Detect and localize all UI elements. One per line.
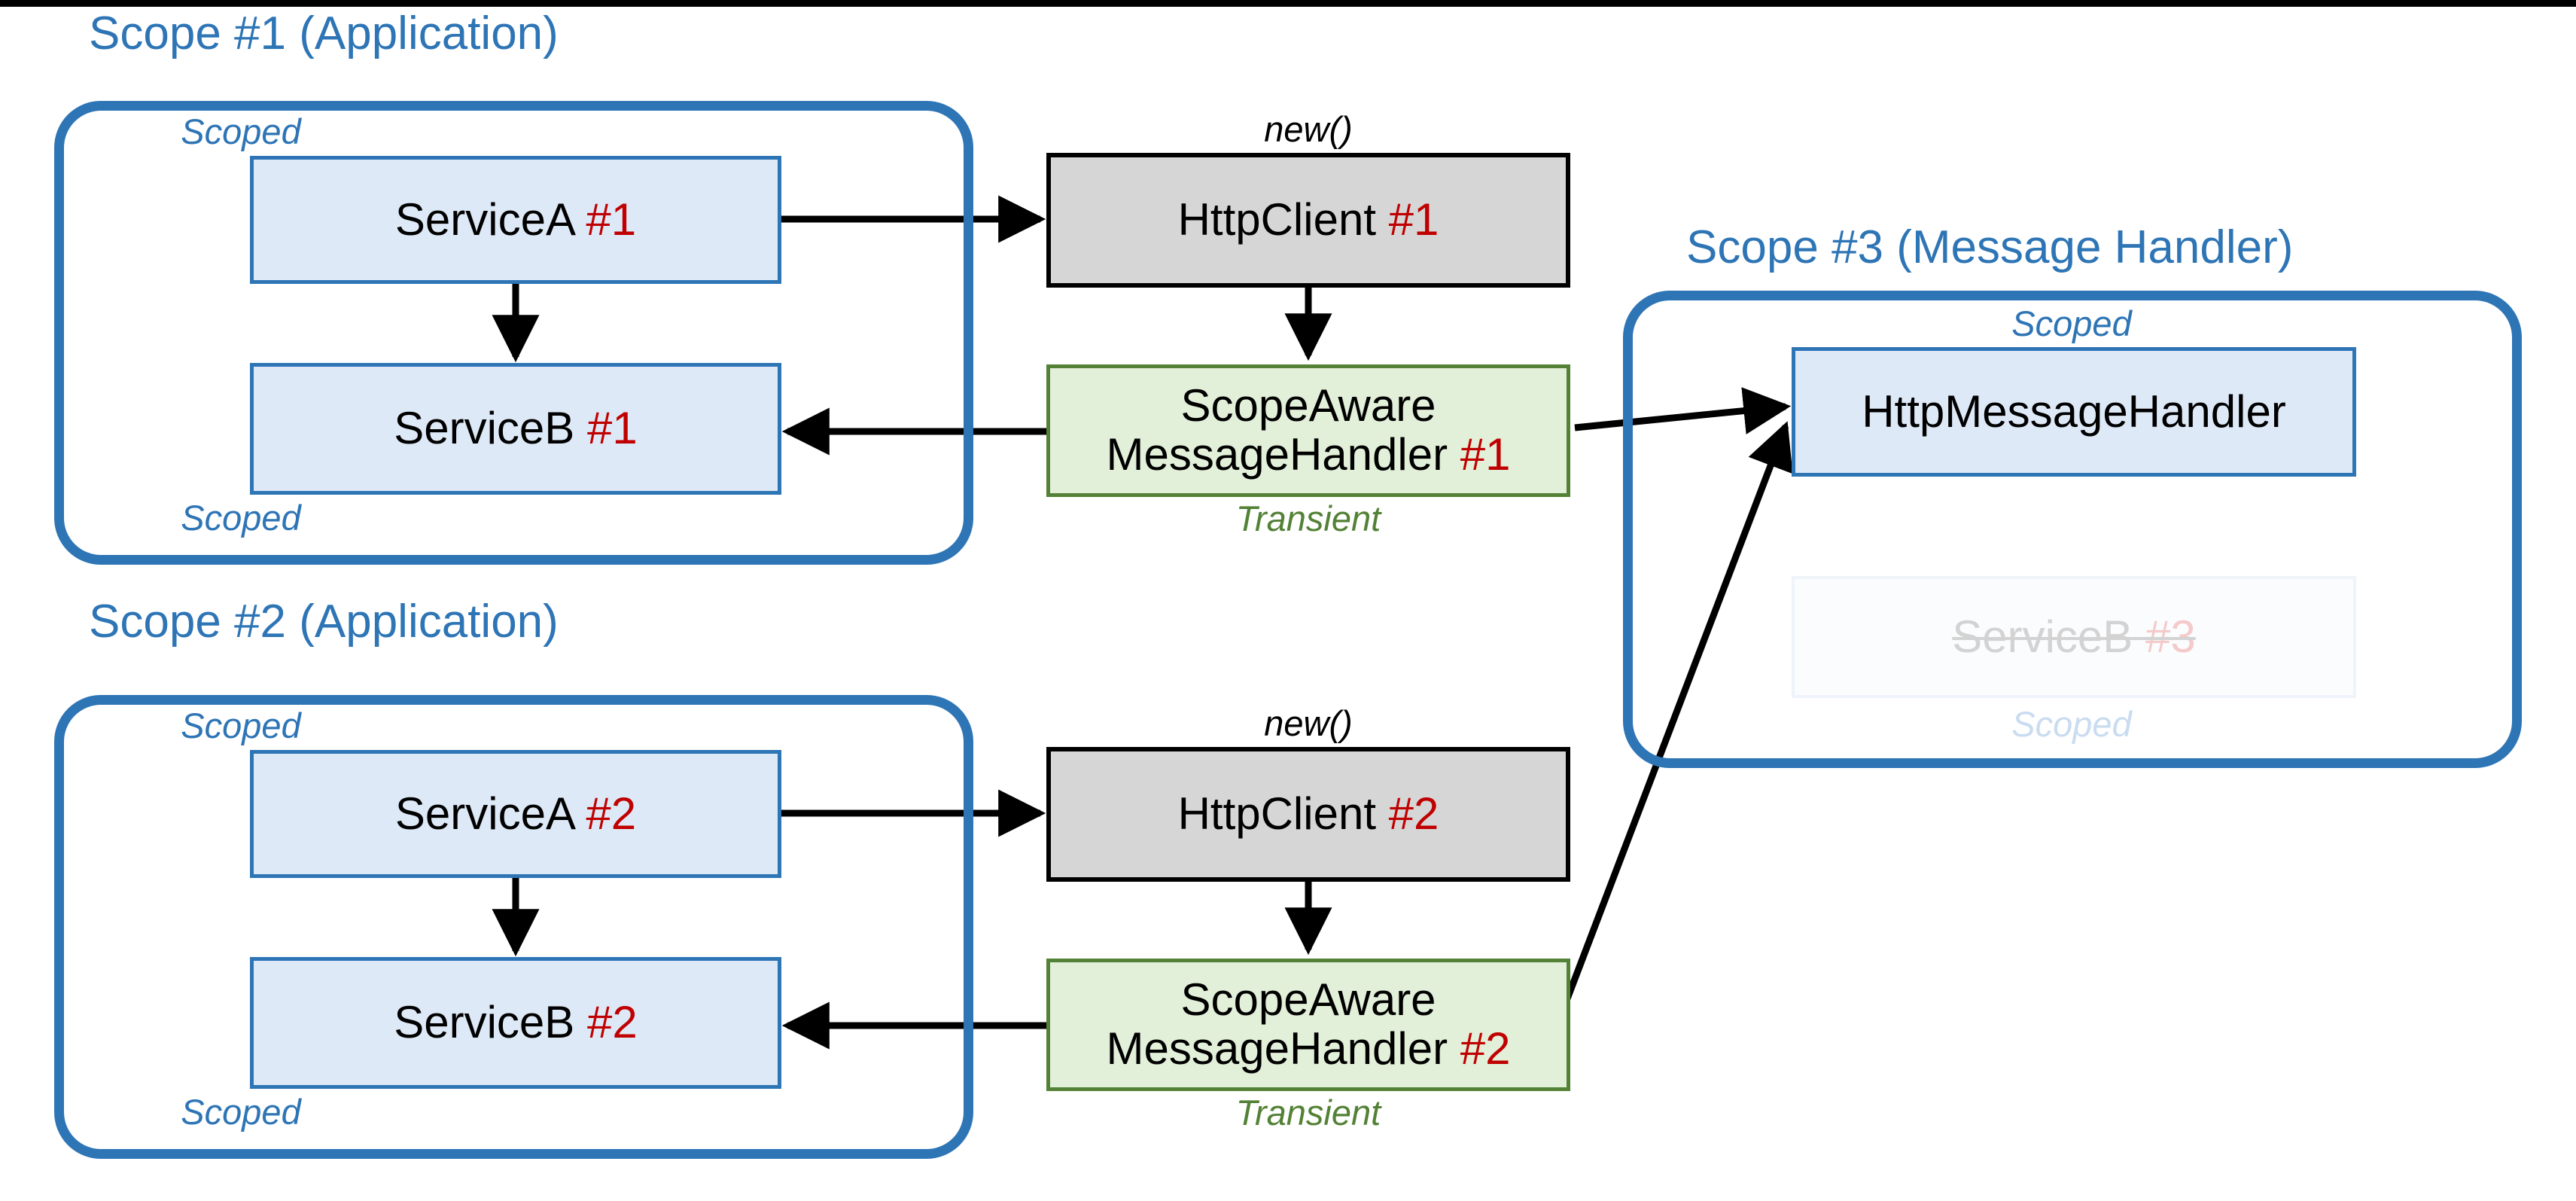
node-scopeaware-handler-1-line2: MessageHandler #1 (1106, 429, 1511, 480)
node-httpclient-2[interactable]: HttpClient #2 (1046, 747, 1570, 882)
node-httpmessagehandler[interactable]: HttpMessageHandler (1792, 347, 2356, 477)
node-serviceB-1[interactable]: ServiceB #1 (250, 363, 781, 495)
node-serviceA-1[interactable]: ServiceA #1 (250, 156, 781, 284)
lifetime-label-handler1: Transient (1235, 498, 1381, 538)
lifetime-label-serviceA2: Scoped (181, 706, 301, 745)
scope-container-3 (1623, 291, 2522, 768)
node-serviceB-3-label: ServiceB #3 (1952, 611, 2196, 662)
scope-title-2: Scope #2 (Application) (89, 596, 559, 648)
lifetime-label-httpClient2: new() (1264, 703, 1353, 743)
lifetime-label-serviceB1: Scoped (181, 498, 301, 538)
edge-handler1-httpMessageHandler (1574, 387, 1792, 434)
node-serviceB-1-label: ServiceB #1 (394, 403, 638, 454)
lifetime-label-handler2: Transient (1235, 1093, 1381, 1132)
scope-container-1 (54, 101, 973, 565)
lifetime-label-serviceA1: Scoped (181, 111, 301, 151)
scope-title-3: Scope #3 (Message Handler) (1686, 221, 2294, 273)
node-scopeaware-handler-2-line1: ScopeAware (1180, 974, 1436, 1026)
lifetime-label-httpmessagehandler: Scoped (2011, 303, 2132, 343)
node-serviceB-2-label: ServiceB #2 (394, 997, 638, 1048)
node-scopeaware-handler-2-line2: MessageHandler #2 (1106, 1023, 1511, 1074)
node-httpclient-2-label: HttpClient #2 (1177, 788, 1439, 840)
lifetime-label-serviceB2: Scoped (181, 1092, 301, 1132)
top-black-bar (0, 0, 2576, 7)
node-serviceA-1-label: ServiceA #1 (394, 194, 637, 245)
scope-container-2 (54, 695, 973, 1159)
node-serviceA-2-label: ServiceA #2 (394, 788, 637, 839)
node-serviceB-3[interactable]: ServiceB #3 (1792, 576, 2356, 698)
lifetime-label-httpClient1: new() (1264, 109, 1353, 149)
node-serviceB-2[interactable]: ServiceB #2 (250, 957, 781, 1089)
node-scopeaware-handler-1[interactable]: ScopeAware MessageHandler #1 (1046, 364, 1570, 497)
node-httpclient-1-label: HttpClient #1 (1177, 194, 1439, 245)
scope-title-1: Scope #1 (Application) (89, 8, 559, 59)
node-serviceA-2[interactable]: ServiceA #2 (250, 750, 781, 878)
node-scopeaware-handler-1-line1: ScopeAware (1180, 380, 1436, 431)
node-httpclient-1[interactable]: HttpClient #1 (1046, 153, 1570, 288)
node-scopeaware-handler-2[interactable]: ScopeAware MessageHandler #2 (1046, 959, 1570, 1091)
lifetime-label-serviceB3: Scoped (2011, 704, 2132, 744)
node-httpmessagehandler-label: HttpMessageHandler (1862, 386, 2286, 437)
